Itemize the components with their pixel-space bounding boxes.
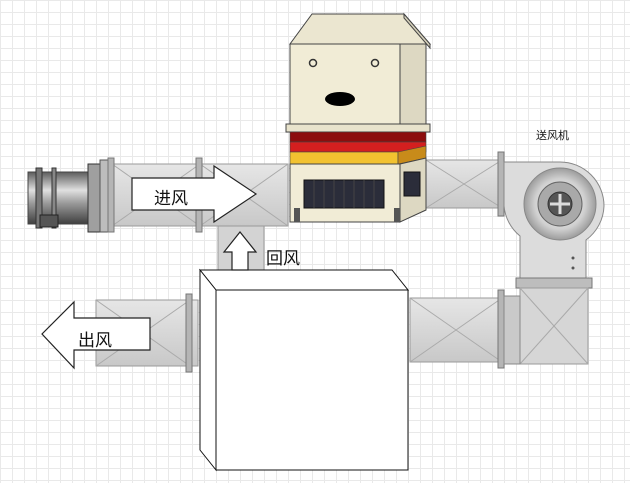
blower-label: 送风机 [536, 129, 569, 142]
supply-duct [425, 151, 505, 217]
outlet-arrow [41, 300, 151, 370]
blower-fan [503, 161, 605, 279]
return-label: 回风 [266, 249, 300, 269]
intake-label: 进风 [154, 189, 188, 209]
room-box [198, 268, 410, 472]
intake-arrow [131, 164, 258, 224]
outlet-label: 出风 [78, 331, 112, 351]
air-handling-unit [285, 12, 432, 223]
intake-motor [27, 159, 111, 233]
blower-outlet-duct [409, 277, 593, 369]
return-arrow [222, 231, 258, 271]
